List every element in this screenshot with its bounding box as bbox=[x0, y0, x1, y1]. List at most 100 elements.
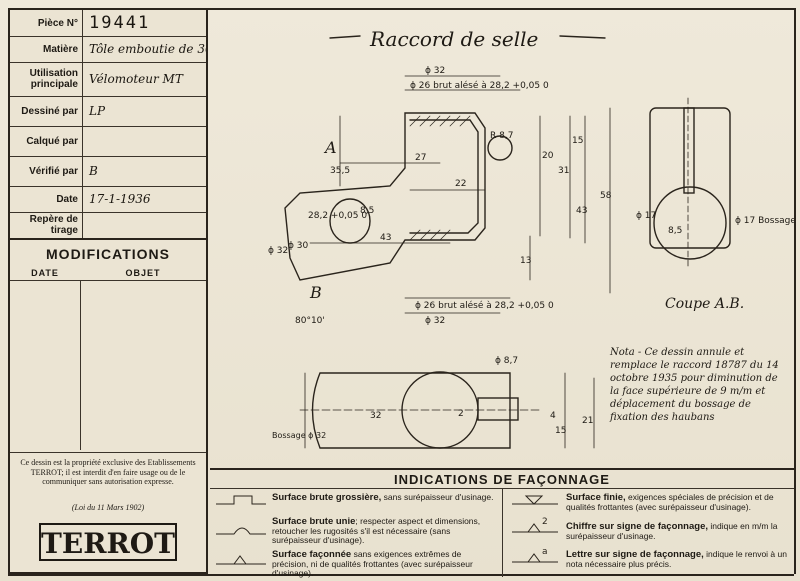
dim-bossage-plan: Bossage ϕ 32 bbox=[272, 431, 326, 440]
dim-r8-7: R 8,7 bbox=[490, 131, 513, 141]
dim-21: 21 bbox=[582, 416, 593, 426]
dim-20: 20 bbox=[542, 151, 554, 161]
revision-note: Nota - Ce dessin annule et remplace le r… bbox=[610, 347, 779, 423]
dessine-label: Dessiné par bbox=[21, 105, 78, 117]
repere-label: Repère de tirage bbox=[29, 214, 78, 236]
row-date: Date 17-1-1936 bbox=[10, 186, 206, 213]
section-slot bbox=[683, 107, 695, 194]
terrot-logo: TERROT bbox=[39, 523, 177, 561]
title-block: Pièce N° 19441 Matière Tôle emboutie de … bbox=[8, 8, 208, 574]
verifie-initials: B bbox=[82, 156, 206, 186]
symbol-number-2: 2 bbox=[542, 517, 548, 527]
dim-angle: 80°10' bbox=[295, 316, 325, 326]
machined-surface-icon bbox=[216, 555, 266, 565]
utilisation-label: Utilisation principale bbox=[29, 68, 78, 90]
legend-title-divider bbox=[210, 488, 794, 489]
number-surface-icon bbox=[512, 523, 558, 533]
dim-d8-7-plan: ϕ 8,7 bbox=[495, 356, 518, 366]
modifications-col-date: DATE bbox=[31, 268, 59, 278]
drawing-canvas: Raccord de selle Coupe A.B. A B ϕ 32 ϕ 2… bbox=[268, 27, 796, 449]
rough-surface-icon bbox=[216, 495, 266, 505]
dim-d32-left: ϕ 32 bbox=[268, 246, 288, 256]
dimension-lines bbox=[304, 75, 611, 449]
section-mark-b: B bbox=[309, 283, 322, 302]
section-view-outline bbox=[649, 107, 731, 249]
row-dessine: Dessiné par LP bbox=[10, 96, 206, 127]
legend-symbols-left bbox=[216, 495, 266, 565]
legend-item-letter: Lettre sur signe de façonnage, indique l… bbox=[566, 549, 790, 569]
row-repere: Repère de tirage bbox=[10, 212, 206, 240]
smooth-surface-icon bbox=[216, 527, 266, 535]
row-matiere: Matière Tôle emboutie de 30/10 bbox=[10, 36, 206, 63]
legend-symbols-right: 2 a bbox=[512, 495, 558, 563]
dim-31: 31 bbox=[558, 166, 569, 176]
modifications-title: MODIFICATIONS bbox=[46, 246, 170, 262]
finished-surface-icon bbox=[512, 495, 558, 505]
dim-d17-bossage: ϕ 17 Bossage bbox=[735, 216, 794, 226]
section-label: Coupe A.B. bbox=[665, 296, 744, 312]
date-value: 17-1-1936 bbox=[82, 186, 206, 212]
law-reference: (Loi du 11 Mars 1902) bbox=[71, 503, 145, 512]
dim-d26-top: ϕ 26 brut alésé à 28,2 +0,05 0 bbox=[410, 80, 549, 91]
legend-item-machined-title: Surface façonnée bbox=[272, 549, 352, 560]
modifications-divider bbox=[80, 280, 81, 450]
dim-8-5-section: 8,5 bbox=[668, 226, 682, 236]
section-mark-a: A bbox=[323, 138, 337, 157]
dim-43-h: 43 bbox=[380, 233, 391, 243]
dim-d30-left: ϕ 30 bbox=[288, 241, 309, 251]
legend-item-letter-title: Lettre sur signe de façonnage, bbox=[566, 549, 704, 560]
title-arrow-left bbox=[329, 35, 361, 39]
frame-border-top bbox=[8, 8, 794, 10]
dim-35-5: 35,5 bbox=[330, 166, 350, 176]
legend-item-number: Chiffre sur signe de façonnage, indique … bbox=[566, 521, 790, 541]
date-label: Date bbox=[56, 193, 78, 205]
row-calque: Calqué par bbox=[10, 126, 206, 157]
legend-item-finished-text: exigences spéciales de précision et de q… bbox=[566, 492, 774, 512]
letter-surface-icon bbox=[512, 553, 558, 563]
legend-item-number-text: indique en m/m la surépaisseur d'usinage… bbox=[566, 521, 778, 541]
matiere-label: Matière bbox=[42, 43, 78, 55]
dim-2: 2 bbox=[458, 409, 464, 419]
calque-value bbox=[82, 126, 206, 156]
legend-item-machined: Surface façonnée sans exigences extrêmes… bbox=[272, 549, 500, 579]
legend-item-finished-title: Surface finie, bbox=[566, 492, 626, 503]
dim-27: 27 bbox=[415, 153, 426, 163]
title-arrow-right bbox=[559, 35, 606, 39]
side-view-hatching bbox=[409, 115, 471, 241]
dim-15: 15 bbox=[572, 136, 583, 146]
dim-d26-bot: ϕ 26 brut alésé à 28,2 +0,05 0 bbox=[415, 300, 554, 311]
logo-text: TERROT bbox=[41, 527, 175, 560]
side-view-inner bbox=[409, 119, 479, 234]
technical-drawing: Raccord de selle Coupe A.B. A B ϕ 32 ϕ 2… bbox=[210, 8, 796, 468]
legend-item-rough-text: sans surépaisseur d'usinage. bbox=[381, 492, 494, 502]
ownership-notice: Ce dessin est la propriété exclusive des… bbox=[20, 458, 196, 486]
drawing-title: Raccord de selle bbox=[369, 27, 538, 51]
dim-4: 4 bbox=[550, 411, 556, 421]
row-verifie: Vérifié par B bbox=[10, 156, 206, 187]
verifie-label: Vérifié par bbox=[29, 165, 78, 177]
dim-13: 13 bbox=[520, 256, 531, 266]
plan-view-lug bbox=[477, 397, 519, 421]
dim-d17: ϕ 17 bbox=[636, 211, 656, 221]
legend-item-finished: Surface finie, exigences spéciales de pr… bbox=[566, 492, 790, 512]
piece-number: 19441 bbox=[82, 10, 206, 36]
legend-item-smooth-text: ; respecter aspect et dimensions, retouc… bbox=[272, 516, 481, 545]
legend-item-smooth-title: Surface brute unie bbox=[272, 516, 356, 527]
dim-32-plan: 32 bbox=[370, 411, 381, 421]
legend-item-number-title: Chiffre sur signe de façonnage, bbox=[566, 521, 708, 532]
dim-58: 58 bbox=[600, 191, 612, 201]
dim-d32-bot: ϕ 32 bbox=[425, 316, 445, 326]
legend-item-letter-text: indique le renvoi à un nota nécessaire p… bbox=[566, 549, 787, 569]
modifications-col-objet: OBJET bbox=[125, 268, 161, 278]
legend-item-rough-title: Surface brute grossière, bbox=[272, 492, 382, 503]
frame-border-bottom bbox=[8, 574, 794, 576]
matiere-value: Tôle emboutie de 30/10 bbox=[82, 36, 206, 62]
dim-43-v: 43 bbox=[576, 206, 587, 216]
dim-15-plan: 15 bbox=[555, 426, 566, 436]
legend-title: INDICATIONS DE FAÇONNAGE bbox=[394, 472, 610, 487]
section-view-bore bbox=[653, 186, 727, 260]
legend-item-machined-text: sans exigences extrêmes de précision, ni… bbox=[272, 549, 473, 578]
dessine-initials: LP bbox=[82, 96, 206, 126]
machining-legend: INDICATIONS DE FAÇONNAGE Surface brute g… bbox=[210, 468, 794, 578]
